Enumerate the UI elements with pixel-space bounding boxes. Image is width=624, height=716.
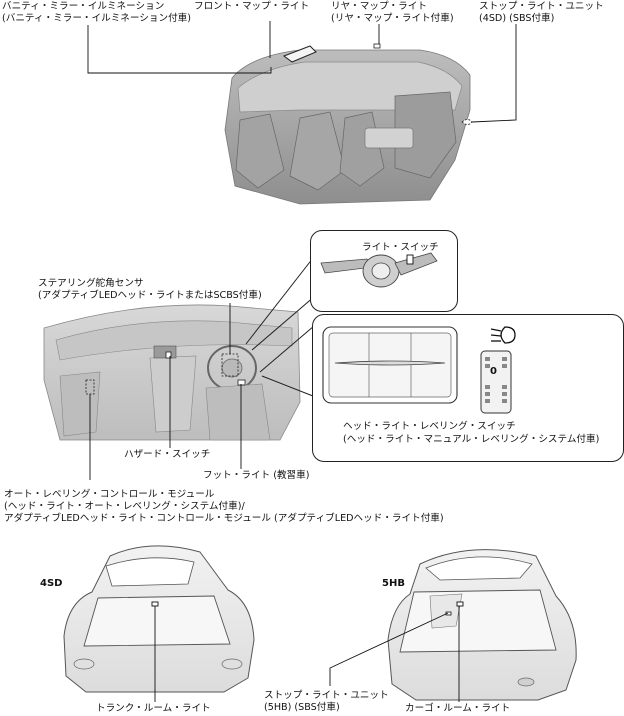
cabin-interior-illustration — [225, 44, 472, 204]
auto-leveling-module-label-line2: (ヘッド・ライト・オート・レベリング・システム付車)/ — [4, 501, 245, 513]
stop-lamp-unit-5hb-label-line2: (5HB) (SBS付車) — [264, 702, 340, 714]
leveling-switch-label-line1: ヘッド・ライト・レベリング・スイッチ — [343, 421, 516, 433]
leveling-switch-illustration — [313, 315, 623, 415]
stop-lamp-unit-4sd-label-line2: (4SD) (SBS付車) — [479, 13, 554, 25]
dashboard-illustration — [44, 305, 300, 440]
stop-lamp-unit-5hb-label-line1: ストップ・ライト・ユニット — [264, 690, 389, 702]
auto-leveling-module-label-line1: オート・レベリング・コントロール・モジュール — [4, 489, 214, 501]
rear-map-lamp-label-line2: (リヤ・マップ・ライト付車) — [331, 13, 454, 25]
cargo-room-lamp-label: カーゴ・ルーム・ライト — [405, 703, 510, 715]
foot-lamp-label: フット・ライト (教習車) — [203, 470, 309, 482]
hatchback-variant-tag: 5HB — [382, 578, 405, 590]
leveling-switch-position-value: 0 — [490, 366, 497, 378]
hazard-switch-label: ハザード・スイッチ — [124, 449, 210, 461]
front-map-lamp-label: フロント・マップ・ライト — [194, 1, 309, 13]
steering-angle-sensor-label-line2: (アダプティブLEDヘッド・ライトまたはSCBS付車) — [38, 290, 262, 302]
stop-lamp-unit-4sd-label-line1: ストップ・ライト・ユニット — [479, 1, 604, 13]
light-switch-label: ライト・スイッチ — [362, 242, 439, 254]
auto-leveling-module-label-line3: アダプティブLEDヘッド・ライト・コントロール・モジュール (アダプティブLED… — [4, 513, 444, 525]
trunk-room-lamp-label: トランク・ルーム・ライト — [96, 703, 211, 715]
leveling-switch-label-line2: (ヘッド・ライト・マニュアル・レベリング・システム付車) — [343, 434, 599, 446]
leveling-switch-callout: 0 ヘッド・ライト・レベリング・スイッチ (ヘッド・ライト・マニュアル・レベリン… — [312, 314, 624, 462]
sedan-variant-tag: 4SD — [40, 578, 62, 590]
vanity-mirror-lamp-label-line2: (バニティ・ミラー・イルミネーション付車) — [2, 13, 191, 25]
sedan-rear-illustration — [64, 546, 254, 692]
rear-map-lamp-label-line1: リヤ・マップ・ライト — [331, 1, 427, 13]
headlamp-leveling-icon — [491, 327, 515, 343]
vanity-mirror-lamp-label-line1: バニティ・ミラー・イルミネーション — [2, 1, 164, 13]
steering-angle-sensor-label-line1: ステアリング舵角センサ — [38, 278, 144, 290]
hatchback-rear-illustration — [388, 550, 576, 700]
